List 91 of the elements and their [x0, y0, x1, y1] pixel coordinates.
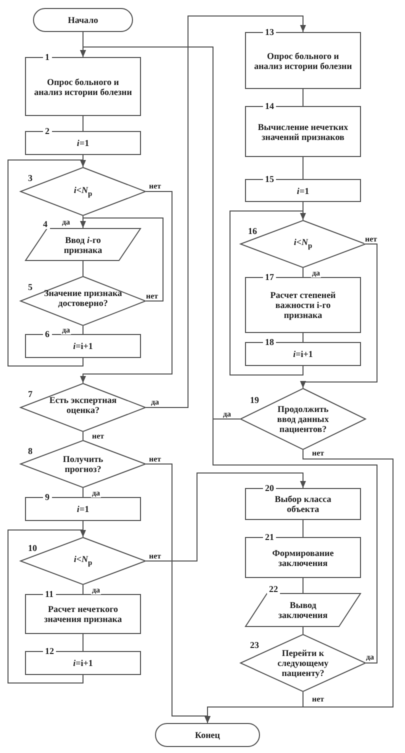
arrow	[80, 191, 172, 384]
process-text: Расчет нечеткого значения признака	[43, 604, 123, 624]
condition-text: Перейти к следующему пациенту?	[276, 648, 330, 678]
edge-label: нет	[364, 234, 378, 244]
arrow	[80, 218, 164, 302]
condition-text: Есть экспертная оценка?	[48, 394, 118, 414]
arrow	[8, 160, 86, 366]
arrow	[146, 472, 306, 562]
step-number: 7	[26, 389, 34, 399]
arrow	[8, 530, 86, 684]
arrow	[146, 16, 306, 408]
connector-line	[82, 326, 84, 334]
process-text: Опрос больного и анализ истории болезни	[253, 50, 353, 70]
step-number: 15	[263, 174, 276, 184]
connector-line	[302, 578, 304, 594]
process-text: Выбор класса объекта	[274, 494, 332, 514]
connector-line	[82, 634, 84, 652]
decision-diamond	[240, 220, 366, 268]
arrow	[300, 244, 378, 388]
condition-text: Продолжить ввод данных пациентов?	[276, 404, 330, 434]
edge-label: нет	[144, 292, 160, 300]
step-number: 19	[248, 395, 261, 405]
step-number: 14	[263, 101, 276, 111]
step-number: 10	[26, 543, 39, 553]
process-text: Опрос больного и анализ истории болезни	[33, 76, 133, 96]
step-number: 17	[263, 272, 276, 282]
edge-label: нет	[148, 454, 162, 464]
edge-label: нет	[310, 448, 326, 458]
process-text: i=i+1	[73, 341, 93, 351]
step-number: 23	[248, 640, 261, 650]
step-number: 13	[263, 27, 276, 37]
condition-text: Значение признака достоверно?	[43, 288, 123, 308]
decision-diamond	[240, 388, 366, 450]
connector-line	[302, 88, 304, 106]
process-text: Расчет степеней важности i-го признака	[269, 290, 337, 320]
step-number: 16	[246, 226, 259, 236]
step-number: 8	[26, 446, 34, 456]
process-text: i=i+1	[73, 658, 93, 668]
connector-line	[82, 488, 84, 498]
decision-diamond	[240, 634, 366, 692]
arrow	[230, 210, 306, 376]
condition-text: Получить прогноз?	[62, 454, 104, 474]
terminal-text: Начало	[68, 15, 98, 25]
step-number: 3	[26, 173, 34, 183]
connector-line	[82, 432, 84, 440]
process-text: Вычисление нечетких значений признаков	[256, 122, 350, 142]
connector-line	[302, 156, 304, 180]
step-number: 20	[263, 483, 276, 493]
connector-line	[302, 332, 304, 342]
terminator	[155, 723, 260, 747]
connector-line	[82, 260, 84, 276]
process-text: Формирование заключения	[271, 548, 335, 568]
decision-diamond	[20, 276, 146, 326]
step-number: 18	[263, 337, 276, 347]
step-number: 9	[43, 492, 52, 502]
edge-label: нет	[90, 432, 106, 440]
condition-text: i<N$_{p}$	[74, 554, 92, 568]
step-number: 5	[26, 282, 34, 292]
step-number: 6	[43, 329, 52, 339]
edge-label: да	[150, 398, 160, 406]
io-text: Вывод заключения	[277, 600, 329, 620]
process-text: i=i+1	[293, 349, 313, 359]
edge-label: нет	[148, 182, 162, 190]
condition-text: i<N$_{p}$	[294, 237, 312, 251]
process-text: i=1	[296, 186, 310, 196]
step-number: 22	[267, 584, 280, 594]
decision-diamond	[20, 440, 146, 488]
connector-line	[302, 268, 304, 278]
decision-diamond	[20, 383, 146, 432]
step-number: 1	[43, 52, 52, 62]
edge-label: да	[222, 410, 232, 418]
connector-line	[82, 584, 84, 594]
terminator	[33, 8, 133, 32]
step-number: 2	[43, 126, 52, 136]
decision-diamond	[20, 537, 146, 585]
connector-line	[82, 116, 84, 132]
terminal-text: Конец	[195, 730, 220, 740]
process-text: i=1	[76, 138, 90, 148]
step-number: 4	[41, 219, 50, 229]
connector-line	[302, 520, 304, 538]
io-text: Ввод i-го признака	[62, 234, 104, 254]
arrow	[204, 692, 304, 724]
decision-diamond	[20, 167, 146, 216]
edge-label: нет	[310, 694, 326, 704]
process-text: i=1	[76, 504, 90, 514]
connector-line	[302, 626, 304, 634]
step-number: 11	[43, 589, 56, 599]
condition-text: i<N$_{p}$	[74, 184, 92, 198]
edge-label: нет	[148, 552, 162, 560]
step-number: 12	[43, 646, 56, 656]
step-number: 21	[263, 532, 276, 542]
